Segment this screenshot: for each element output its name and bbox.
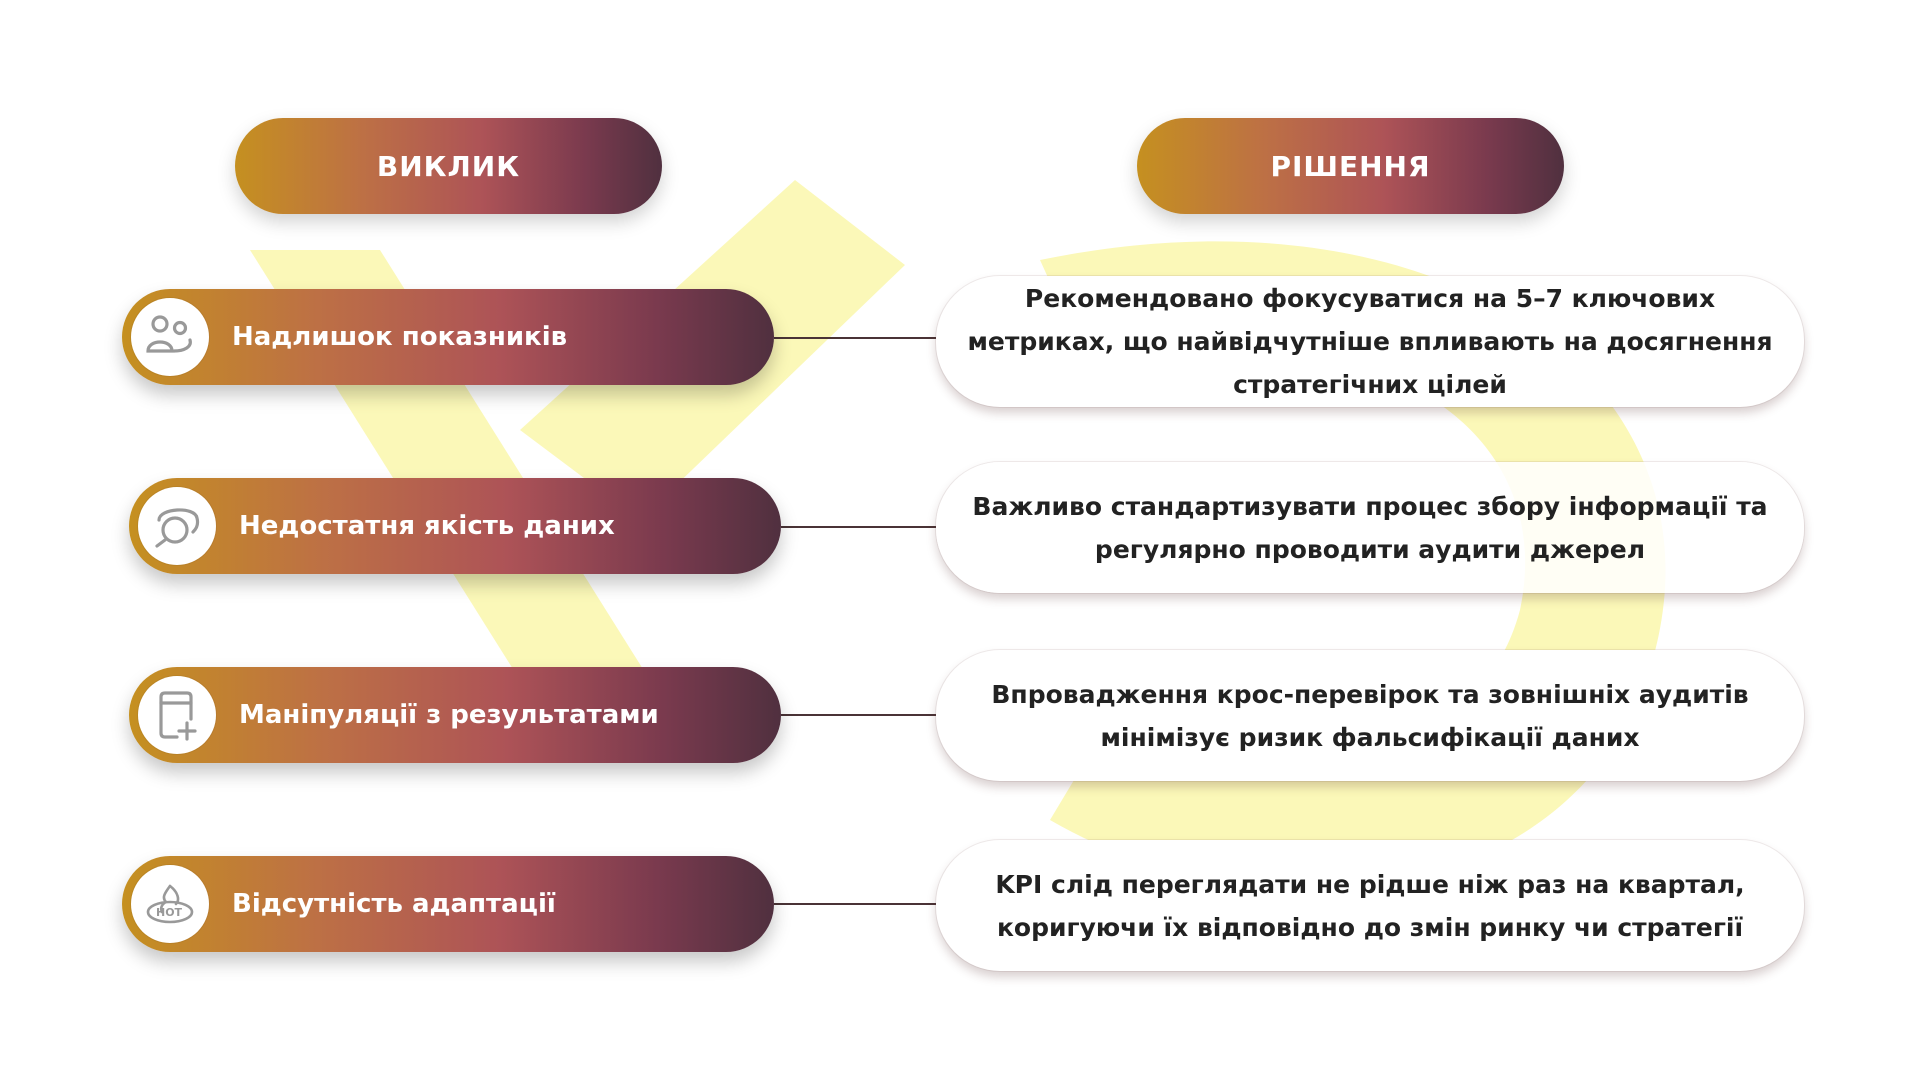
challenge-header-label: ВИКЛИК — [376, 149, 521, 183]
document-plus-icon — [138, 676, 216, 754]
solution-card: Рекомендовано фокусуватися на 5–7 ключов… — [936, 276, 1804, 407]
challenge-pill: Маніпуляції з результатами — [129, 667, 781, 763]
challenge-pill: HOT Відсутність адаптації — [122, 856, 774, 952]
solution-text: Впровадження крос-перевірок та зовнішніх… — [991, 679, 1749, 752]
challenge-label: Маніпуляції з результатами — [239, 700, 659, 730]
connector-line — [781, 714, 936, 716]
solution-text: KPI слід переглядати не рідше ніж раз на… — [995, 869, 1745, 942]
challenge-pill: Недостатня якість даних — [129, 478, 781, 574]
solution-card: Важливо стандартизувати процес збору інф… — [936, 462, 1804, 593]
challenge-label: Недостатня якість даних — [239, 511, 615, 541]
connector-line — [781, 526, 936, 528]
challenge-label: Відсутність адаптації — [232, 889, 556, 919]
hot-icon: HOT — [131, 865, 209, 943]
connector-line — [774, 337, 936, 339]
solution-text: Важливо стандартизувати процес збору інф… — [972, 491, 1768, 564]
solution-text: Рекомендовано фокусуватися на 5–7 ключов… — [967, 284, 1773, 399]
solution-header: РІШЕННЯ — [1137, 118, 1564, 214]
connector-line — [774, 903, 936, 905]
solution-card: Впровадження крос-перевірок та зовнішніх… — [936, 650, 1804, 781]
challenge-header: ВИКЛИК — [235, 118, 662, 214]
chat-bubbles-icon — [138, 487, 216, 565]
challenge-pill: Надлишок показників — [122, 289, 774, 385]
solution-card: KPI слід переглядати не рідше ніж раз на… — [936, 840, 1804, 971]
people-icon — [131, 298, 209, 376]
solution-header-label: РІШЕННЯ — [1270, 149, 1431, 183]
svg-text:HOT: HOT — [156, 906, 183, 919]
challenge-label: Надлишок показників — [232, 322, 568, 352]
